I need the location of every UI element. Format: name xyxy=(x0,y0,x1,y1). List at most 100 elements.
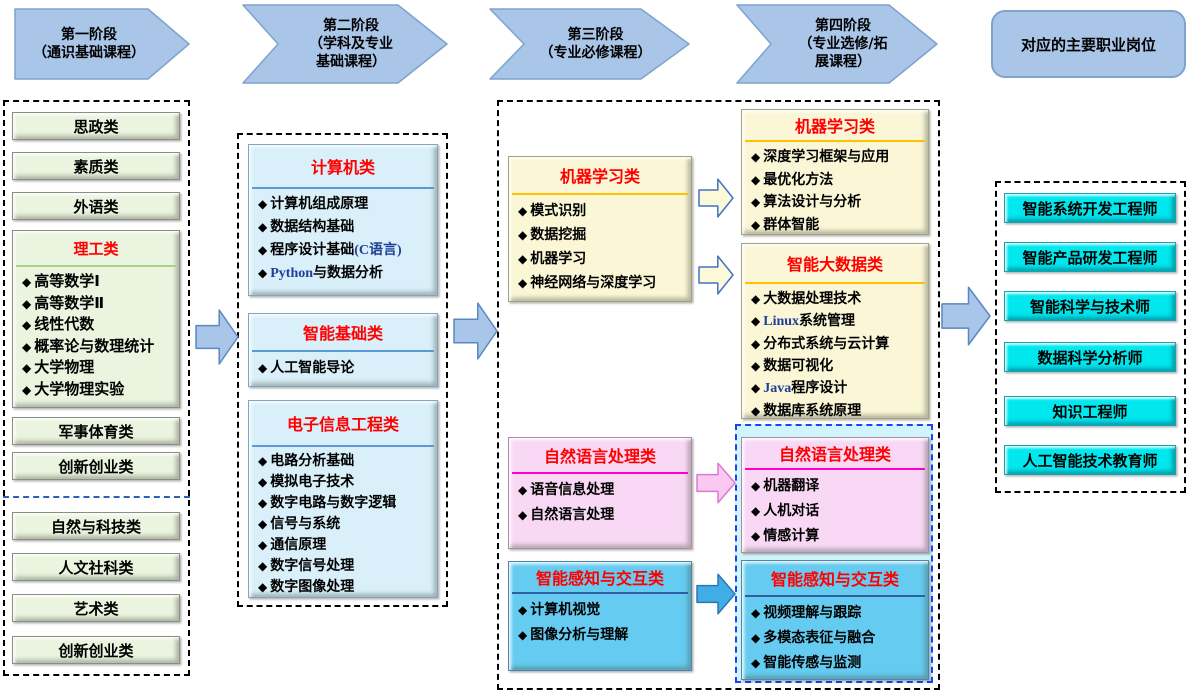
arrow-ml-to-bigdata xyxy=(698,255,734,295)
bigdata-group-s4: 智能大数据类大数据处理技术Linux系统管理分布式系统与云计算数据可视化Java… xyxy=(741,243,929,419)
job-box: 智能产品研发工程师 xyxy=(1004,242,1176,272)
course-item-text: 程序设计 xyxy=(791,380,848,396)
course-item: 数字信号处理 xyxy=(258,556,435,577)
course-item-text: 数据挖掘 xyxy=(530,227,587,243)
stage-banner-1-label: 第一阶段 （通识基础课程） xyxy=(33,26,145,61)
course-item-text: 最优化方法 xyxy=(763,171,834,188)
arrow-perception-to-perception xyxy=(696,573,736,615)
category-box-label: 创新创业类 xyxy=(58,457,134,476)
course-item: 通信原理 xyxy=(258,535,435,556)
course-item-text: 高等数学Ⅱ xyxy=(34,293,105,312)
category-box: 人文社科类 xyxy=(12,553,180,581)
computer-group: 计算机类计算机组成原理数据结构基础程序设计基础(C语言)Python与数据分析 xyxy=(248,144,438,296)
course-item-text: 多模态表征与融合 xyxy=(763,630,876,646)
course-item: 深度学习框架与应用 xyxy=(751,146,926,169)
course-item-text: 人机对话 xyxy=(763,503,820,519)
category-box-label: 素质类 xyxy=(73,157,119,176)
course-item-text: 大学物理 xyxy=(34,358,95,376)
job-box-label: 智能科学与技术师 xyxy=(1029,297,1150,316)
nlp-group-s4-items: 机器翻译人机对话情感计算 xyxy=(742,470,928,549)
course-item: 视频理解与跟踪 xyxy=(751,601,926,626)
arrow-stage4-to-jobs xyxy=(941,286,991,346)
course-item: 高等数学Ⅱ xyxy=(22,293,177,315)
course-item: 多模态表征与融合 xyxy=(751,626,926,651)
job-box-label: 智能系统开发工程师 xyxy=(1022,199,1158,218)
stage-banner-3-shape xyxy=(489,8,690,80)
course-item: 情感计算 xyxy=(751,524,926,549)
ai-basic-group: 智能基础类人工智能导论 xyxy=(248,313,438,387)
course-item: 分布式系统与云计算 xyxy=(751,333,926,355)
course-item-text: 自然语言处理 xyxy=(530,507,615,523)
ml-group-s4: 机器学习类深度学习框架与应用最优化方法算法设计与分析群体智能 xyxy=(741,109,929,235)
course-item: 数字图像处理 xyxy=(258,577,435,598)
perception-group-s3-title: 智能感知与交互类 xyxy=(535,569,664,588)
course-item-text: 与数据分析 xyxy=(313,265,384,281)
stage-banner-2-shape xyxy=(242,4,448,84)
course-item: 算法设计与分析 xyxy=(751,191,926,214)
course-item-text: 深度学习框架与应用 xyxy=(763,149,890,165)
perception-group-s3: 智能感知与交互类计算机视觉图像分析与理解 xyxy=(508,561,692,671)
course-item-text: 语音信息处理 xyxy=(530,482,615,498)
course-item: 群体智能 xyxy=(751,214,926,237)
ml-group-s4-items: 深度学习框架与应用最优化方法算法设计与分析群体智能 xyxy=(742,142,928,236)
computer-group-items: 计算机组成原理数据结构基础程序设计基础(C语言)Python与数据分析 xyxy=(249,189,437,285)
category-box: 素质类 xyxy=(12,152,180,180)
course-item-text: 数字电路与数字逻辑 xyxy=(270,495,397,511)
stage-banner-4-label: 第四阶段 （专业选修/拓 展课程） xyxy=(798,17,888,71)
course-item-text: 数据结构基础 xyxy=(270,219,355,235)
course-item: 图像分析与理解 xyxy=(518,623,689,648)
bigdata-group-s4-items: 大数据处理技术Linux系统管理分布式系统与云计算数据可视化Java程序设计数据… xyxy=(742,284,928,422)
stage-banner-3-label: 第三阶段 （专业必修课程） xyxy=(539,26,652,61)
science-group-items: 高等数学Ⅰ 高等数学Ⅱ 线性代数概率论与数理统计大学物理大学物理实验 xyxy=(13,267,179,400)
course-item: 计算机视觉 xyxy=(518,598,689,623)
course-item: 信号与系统 xyxy=(258,514,435,535)
ai-basic-group-divider xyxy=(252,350,434,352)
course-item-text: (C语言) xyxy=(354,243,402,258)
course-item-text: 神经网络与深度学习 xyxy=(530,275,657,291)
category-box: 艺术类 xyxy=(12,594,180,622)
course-item-text: 模式识别 xyxy=(530,203,587,219)
perception-group-s4-divider xyxy=(745,595,925,597)
course-item-text: 分布式系统与云计算 xyxy=(763,336,890,352)
nlp-group-s4-divider xyxy=(745,468,925,470)
category-box-label: 思政类 xyxy=(73,117,119,136)
ml-group-s3-title: 机器学习类 xyxy=(559,167,640,186)
course-item: 自然语言处理 xyxy=(518,503,689,528)
course-item: 高等数学Ⅰ xyxy=(22,271,177,293)
perception-group-s4: 智能感知与交互类视频理解与跟踪多模态表征与融合智能传感与监测 xyxy=(741,560,929,680)
course-item-text: 大数据处理技术 xyxy=(763,291,862,307)
course-item-text: 高等数学Ⅰ xyxy=(34,272,100,290)
science-group-divider xyxy=(16,265,176,267)
ml-group-s4-title: 机器学习类 xyxy=(794,117,875,136)
course-item-text: 计算机组成原理 xyxy=(270,196,369,212)
course-item-text: 模拟电子技术 xyxy=(270,474,355,490)
course-item-text: Python xyxy=(270,266,314,281)
course-item-text: 概率论与数理统计 xyxy=(34,336,155,355)
job-box-label: 知识工程师 xyxy=(1052,402,1128,421)
nlp-group-s3-items: 语音信息处理自然语言处理 xyxy=(509,474,691,528)
job-box: 人工智能技术教育师 xyxy=(1004,445,1176,475)
course-item-text: 视频理解与跟踪 xyxy=(763,605,862,621)
course-item-text: 数据库系统原理 xyxy=(763,403,862,419)
course-item-text: 系统管理 xyxy=(799,313,856,329)
course-item-text: 机器翻译 xyxy=(763,478,820,494)
arrow-stage2-to-stage3 xyxy=(453,302,498,360)
course-item-text: 大学物理实验 xyxy=(34,379,125,398)
course-item: 概率论与数理统计 xyxy=(22,336,177,358)
course-item-text: 智能传感与监测 xyxy=(763,655,862,671)
category-box-label: 自然与科技类 xyxy=(50,517,141,536)
course-item-text: 电路分析基础 xyxy=(270,453,355,469)
job-box-label: 数据科学分析师 xyxy=(1037,348,1143,367)
nlp-group-s4-title: 自然语言处理类 xyxy=(778,445,891,464)
course-item-text: 数据可视化 xyxy=(763,358,834,374)
course-item: 线性代数 xyxy=(22,314,177,336)
stage1-group-divider xyxy=(3,496,190,498)
course-item: 大数据处理技术 xyxy=(751,288,926,310)
course-item: 神经网络与深度学习 xyxy=(518,271,689,295)
course-item-text: 数字图像处理 xyxy=(270,579,355,595)
course-item-text: 情感计算 xyxy=(763,528,820,544)
jobs-container xyxy=(995,181,1186,493)
stage-banner-2-label: 第二阶段 （学科及专业 基础课程） xyxy=(309,17,393,71)
stage1-container xyxy=(3,100,190,676)
